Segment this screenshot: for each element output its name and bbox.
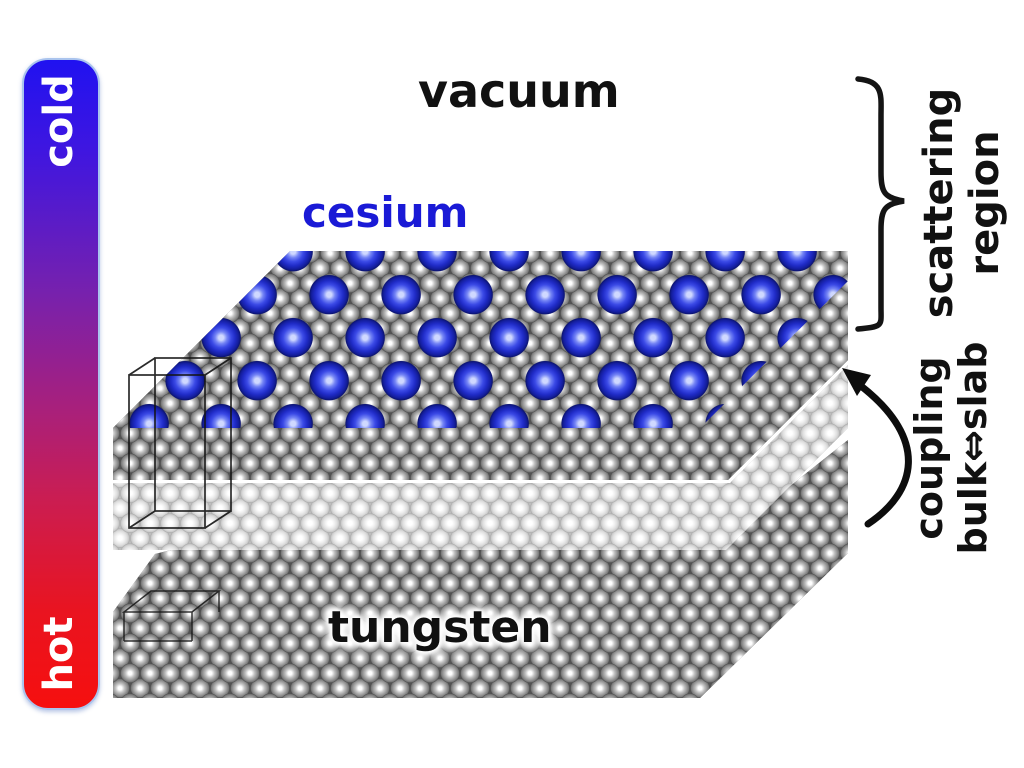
scattering-region-label-line2: region — [962, 130, 1008, 276]
bulk-unit-cell-wireframe-icon — [121, 590, 222, 642]
cesium-label: cesium — [302, 188, 469, 237]
hot-label: hot — [36, 616, 82, 692]
cold-label: cold — [36, 74, 82, 168]
coupling-label-line1: coupling — [907, 356, 951, 540]
brace-icon — [855, 76, 905, 332]
coupling-bulk-slab-label: coupling bulk⇔slab — [907, 328, 997, 568]
vacuum-label: vacuum — [418, 64, 620, 118]
coupling-label-line2: bulk⇔slab — [951, 341, 995, 555]
coupling-arrow-icon — [842, 368, 912, 528]
temperature-gradient-bar — [22, 58, 100, 710]
scattering-region-label: scattering region — [916, 68, 1010, 338]
unit-cell-wireframe-icon — [128, 357, 232, 529]
tungsten-label: tungsten — [328, 602, 552, 653]
scattering-region-label-line1: scattering — [916, 87, 962, 319]
